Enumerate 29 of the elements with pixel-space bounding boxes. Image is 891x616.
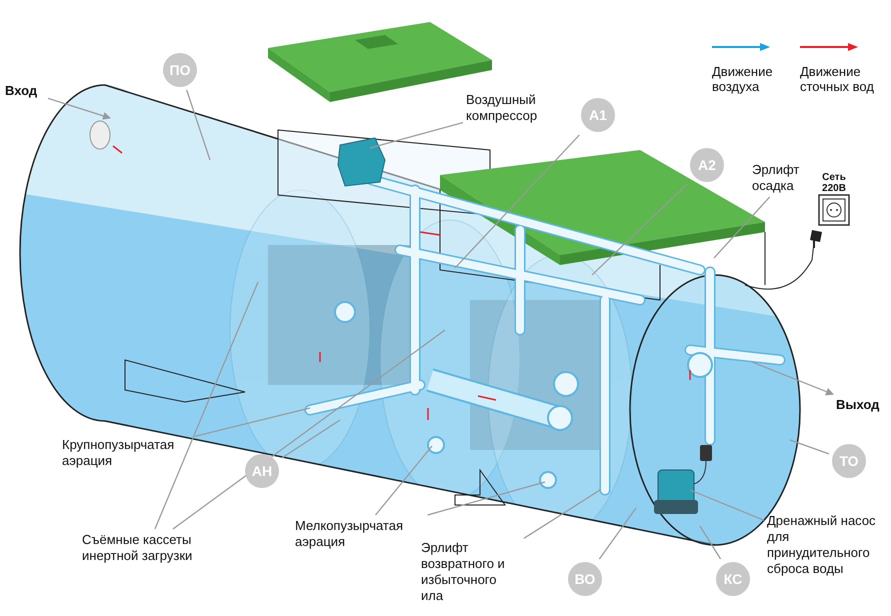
- callout-label: Эрлифт возвратного и избыточного ила: [421, 540, 521, 604]
- callout-label: Дренажный насос для принудительного сброса воды: [767, 513, 882, 577]
- leader-line: [186, 90, 211, 160]
- leader-line: [282, 420, 340, 458]
- leader-line: [700, 526, 722, 560]
- callout-label: Эрлифт осадка: [752, 162, 822, 194]
- legend-label: Движение сточных вод: [800, 64, 875, 94]
- leader-line: [172, 330, 446, 530]
- leader-line: [370, 122, 464, 149]
- leader-line: [454, 134, 580, 268]
- callout-label: Съёмные кассеты инертной загрузки: [82, 532, 212, 564]
- leader-line: [524, 490, 600, 539]
- callout-label: Выход: [836, 397, 884, 413]
- leader-line: [690, 489, 764, 521]
- leader-line: [375, 446, 432, 516]
- arrow: [48, 98, 111, 120]
- leader-line: [592, 184, 688, 276]
- leader-line: [194, 407, 310, 437]
- leader-line: [790, 439, 830, 454]
- callout-label: Вход: [5, 83, 45, 99]
- arrow: [752, 361, 834, 396]
- leader-line: [714, 196, 770, 258]
- callout-label: Крупнопузырчатая аэрация: [62, 437, 192, 469]
- legend-label: Движение воздуха: [712, 64, 774, 94]
- leader-line: [598, 508, 636, 560]
- leader-line: [154, 282, 259, 530]
- callout-label: Воздушный компрессор: [466, 92, 566, 124]
- leader-line: [427, 481, 546, 516]
- power-label: Сеть 220В: [821, 172, 847, 194]
